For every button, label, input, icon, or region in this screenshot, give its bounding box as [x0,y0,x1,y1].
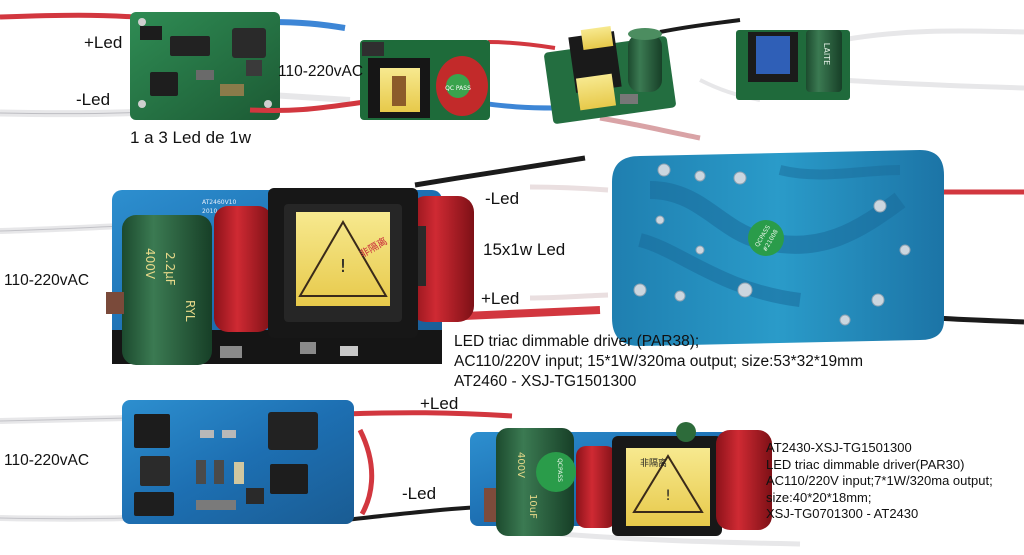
bot-plus-led-label: +Led [420,394,459,413]
mid-cap-volt: 400V [143,248,157,280]
par38-desc-line-3: AT2460 - XSJ-TG1501300 [454,373,637,390]
par30-description: AT2430-XSJ-TG1501300 LED triac dimmable … [766,440,993,523]
top-caption-label: 1 a 3 Led de 1w [130,128,251,147]
middle-wires [0,155,1024,325]
mid-cap-value: 2.2µF [163,252,177,286]
bot-minus-led-label: -Led [402,484,437,503]
mid-output-label: 15x1w Led [483,240,566,259]
top-minus-led-label: -Led [76,90,111,109]
bot-cap-volt: 400V [515,452,526,478]
par30-desc-line-2: LED triac dimmable driver(PAR30) [766,456,965,472]
par38-description: LED triac dimmable driver (PAR38); AC110… [454,332,863,392]
bottom-wires [0,410,801,547]
svg-text:!: ! [339,256,346,277]
top-cap-text: QC PASS [445,85,471,92]
par38-desc-line-1: LED triac dimmable driver (PAR38); [454,333,700,350]
top-third-driver [544,18,741,141]
par30-desc-line-1: AT2430-XSJ-TG1501300 [766,440,912,455]
mid-cap-brand: RYL [183,300,197,322]
top-left-driver [0,12,351,120]
bot-cap-value: 10uF [527,494,538,519]
top-plus-led-label: +Led [84,33,123,52]
mid-plus-led-label: +Led [481,289,520,308]
board-code-label: AT2460V10 [202,199,236,206]
svg-text:QCPASS: QCPASS [556,458,563,482]
mid-minus-led-label: -Led [485,189,520,208]
bottom-left-driver [122,400,354,524]
par38-desc-line-2: AC110/220V input; 15*1W/320ma output; si… [454,353,863,370]
par30-desc-line-4: size:40*20*18mm; [766,489,872,505]
mid-input-label: 110-220vAC [4,272,90,289]
svg-text:!: ! [665,488,671,504]
bot-input-label: 110-220vAC [4,452,90,469]
par38-driver-back: QCPASS #21008 [612,150,944,346]
par30-desc-line-5: XSJ-TG0701300 - AT2430 [766,506,919,521]
top-right-driver: LAITE [699,28,1024,102]
top-right-cap-text: LAITE [822,43,831,65]
par38-driver-front: AT2460V10 2010.01.07 400V 2.2µF RYL ! 非隔… [106,188,474,365]
top-transformer-driver: QC PASS [249,40,556,120]
top-input-label: 110-220vAC [278,63,364,80]
par30-driver: 400V 10uF QCPASS ! 非隔离 [470,422,772,536]
svg-text:非隔离: 非隔离 [640,457,667,469]
par30-desc-line-3: AC110/220V input;7*1W/320ma output; [766,473,993,488]
